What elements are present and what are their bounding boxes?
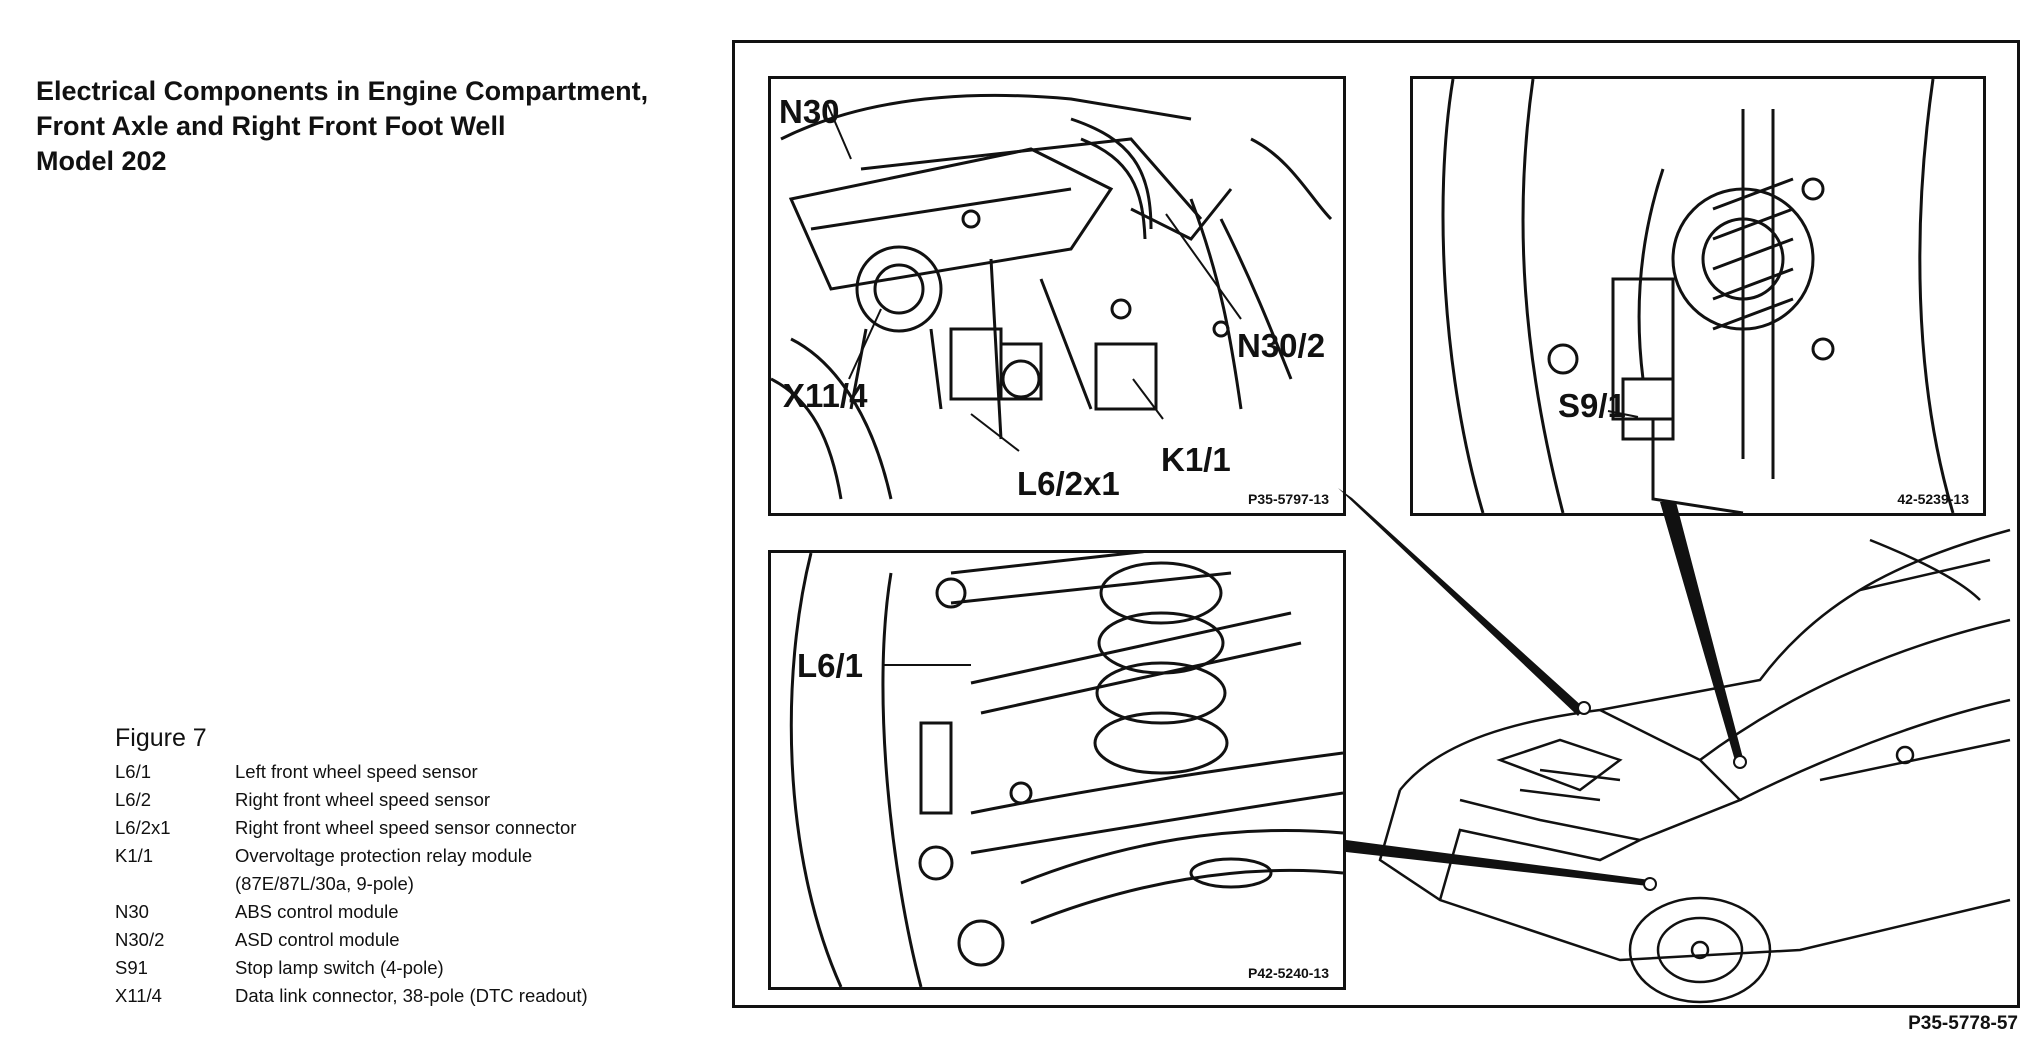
footwell-drawing: S9/1 bbox=[1441, 79, 1955, 513]
panel-reference: 42-5239-13 bbox=[1897, 491, 1969, 507]
legend-code: X11/4 bbox=[115, 985, 162, 1006]
legend-desc: ASD control module bbox=[235, 929, 400, 950]
legend-desc: ABS control module bbox=[235, 901, 399, 922]
title-line-2: Front Axle and Right Front Foot Well bbox=[36, 111, 506, 141]
title-line-3: Model 202 bbox=[36, 146, 167, 176]
legend-code: S91 bbox=[115, 957, 148, 978]
page-title: Electrical Components in Engine Compartm… bbox=[36, 74, 696, 179]
front-axle-panel: L6/1 P42-5240-13 bbox=[768, 550, 1346, 990]
legend-desc: (87E/87L/30a, 9-pole) bbox=[235, 873, 414, 894]
legend-code: N30/2 bbox=[115, 929, 165, 950]
legend-row: L6/2x1 Right front wheel speed sensor con… bbox=[115, 814, 588, 842]
engine-compartment-drawing: N30 N30/2 X11/4 K1/1 L6/2x1 bbox=[771, 93, 1333, 502]
legend-code: N30 bbox=[115, 901, 149, 922]
panel-reference: P35-5797-13 bbox=[1248, 491, 1329, 507]
legend-row: K1/1 Overvoltage protection relay module bbox=[115, 842, 588, 870]
figure-heading: Figure 7 bbox=[115, 724, 207, 752]
legend-code: K1/1 bbox=[115, 845, 154, 866]
legend-code: L6/2 bbox=[115, 789, 152, 810]
title-line-1: Electrical Components in Engine Compartm… bbox=[36, 76, 649, 106]
legend-code: L6/1 bbox=[115, 761, 152, 782]
figure-reference: P35-5778-57 bbox=[1908, 1013, 2018, 1034]
legend-desc: Right front wheel speed sensor connector bbox=[235, 817, 577, 838]
legend-row: (87E/87L/30a, 9-pole) bbox=[115, 870, 588, 898]
label-l6-1: L6/1 bbox=[797, 647, 863, 684]
legend-row: L6/2 Right front wheel speed sensor bbox=[115, 786, 588, 814]
legend-row: X11/4 Data link connector, 38-pole (DTC r… bbox=[115, 982, 588, 1010]
label-n30: N30 bbox=[779, 93, 840, 130]
legend-desc: Data link connector, 38-pole (DTC readou… bbox=[235, 985, 588, 1006]
legend-row: N30 ABS control module bbox=[115, 898, 588, 926]
label-x11-4: X11/4 bbox=[783, 377, 868, 414]
footwell-panel: S9/1 42-5239-13 bbox=[1410, 76, 1986, 516]
front-axle-drawing: L6/1 bbox=[789, 553, 1343, 987]
label-l6-2x1: L6/2x1 bbox=[1017, 465, 1120, 502]
panel-reference: P42-5240-13 bbox=[1248, 965, 1329, 981]
illustration-frame bbox=[732, 40, 2020, 1008]
legend-desc: Stop lamp switch (4-pole) bbox=[235, 957, 444, 978]
legend-row: N30/2 ASD control module bbox=[115, 926, 588, 954]
label-s9-1: S9/1 bbox=[1558, 387, 1626, 424]
legend-code bbox=[115, 870, 235, 898]
legend-desc: Overvoltage protection relay module bbox=[235, 845, 533, 866]
legend-code: L6/2x1 bbox=[115, 817, 171, 838]
label-n30-2: N30/2 bbox=[1237, 327, 1325, 364]
engine-compartment-panel: N30 N30/2 X11/4 K1/1 L6/2x1 P35-5797-13 bbox=[768, 76, 1346, 516]
legend-desc: Left front wheel speed sensor bbox=[235, 761, 478, 782]
legend-row: S91 Stop lamp switch (4-pole) bbox=[115, 954, 588, 982]
label-k1-1: K1/1 bbox=[1161, 441, 1231, 478]
legend-desc: Right front wheel speed sensor bbox=[235, 789, 491, 810]
legend-row: L6/1 Left front wheel speed sensor bbox=[115, 758, 588, 786]
